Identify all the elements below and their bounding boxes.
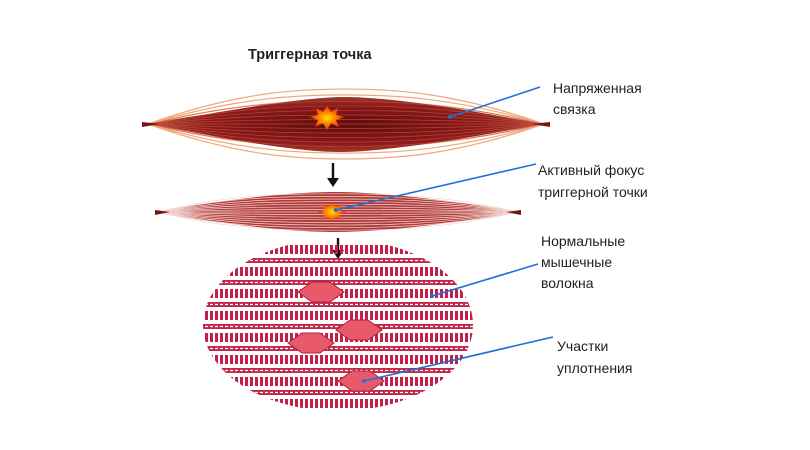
- label-tense-band: Напряженная связка: [553, 80, 646, 117]
- fascicle-right-end: [506, 210, 521, 215]
- label-line: триггерной точки: [538, 184, 648, 200]
- label-line: Нормальные: [541, 233, 625, 249]
- inner-fiber: [149, 123, 543, 129]
- fascicle-fiber: [157, 201, 519, 213]
- fascicle-fiber: [157, 211, 519, 221]
- label-contraction-sites: Участки уплотнения: [557, 338, 632, 376]
- leader-dot: [334, 208, 338, 212]
- muscle-fascicle: [155, 192, 521, 232]
- label-line: Напряженная: [553, 80, 642, 96]
- trigger-focus-top: [310, 106, 344, 130]
- active-focus-star: [318, 202, 346, 222]
- leader-normal-fibers: [431, 263, 539, 297]
- label-line: связка: [553, 101, 596, 117]
- leader-contraction-sites: [363, 336, 554, 382]
- leader-tense-band: [449, 86, 541, 118]
- leader-lines: [334, 86, 554, 383]
- inner-fiber: [149, 123, 543, 143]
- fascicle-fiber: [157, 211, 519, 218]
- fascicle-fiber: [157, 196, 519, 213]
- label-active-focus: Активный фокус триггерной точки: [538, 162, 648, 200]
- fascicle-fiber: [157, 198, 519, 213]
- outer-fiber: [147, 123, 545, 154]
- inner-fiber: [149, 123, 543, 134]
- fascicle-fiber: [157, 211, 519, 226]
- inner-fiber: [149, 114, 543, 125]
- fiber-striation: [203, 355, 473, 364]
- leader-dot: [448, 115, 452, 119]
- down-arrow-1: [327, 163, 339, 187]
- inner-fibers: [149, 101, 543, 147]
- fiber-striation: [203, 245, 473, 254]
- inner-fiber: [149, 101, 543, 125]
- leader-dot: [362, 379, 366, 383]
- fascicle-fiber: [157, 193, 519, 213]
- inner-fiber: [149, 123, 543, 138]
- contraction-knots: [287, 281, 385, 392]
- right-tendon: [532, 122, 550, 127]
- outer-fiber: [147, 94, 545, 125]
- outer-fiber: [147, 123, 545, 160]
- outer-fiber: [147, 88, 545, 125]
- fascicle-fiber: [157, 203, 519, 213]
- contraction-knot: [287, 332, 335, 354]
- fascicle-fiber: [157, 211, 519, 231]
- inner-fiber: [149, 119, 543, 125]
- label-line: Активный фокус: [538, 162, 644, 178]
- leader-active-focus: [335, 163, 537, 211]
- fiber-striation: [203, 311, 473, 320]
- left-tendon: [142, 122, 160, 127]
- diagram-title: Триггерная точка: [248, 47, 372, 63]
- magnified-fibers: [190, 245, 490, 417]
- tense-muscle: [142, 88, 550, 160]
- contraction-knot: [337, 370, 385, 392]
- fascicle-fiber: [157, 211, 519, 228]
- label-line: мышечные: [541, 254, 612, 270]
- inner-fiber: [149, 123, 543, 147]
- fiber-band: [190, 412, 490, 417]
- fiber-striation: [203, 267, 473, 276]
- fascicle-fiber: [157, 206, 519, 213]
- label-line: Участки: [557, 338, 608, 354]
- leader-dot: [430, 294, 434, 298]
- label-normal-fibers: Нормальные мышечные волокна: [541, 233, 629, 291]
- label-line: уплотнения: [557, 360, 632, 376]
- contraction-knot: [297, 281, 345, 303]
- fascicle-fibers: [157, 193, 519, 231]
- contraction-knot: [335, 319, 383, 341]
- fascicle-left-end: [155, 210, 170, 215]
- fascicle-fiber: [157, 211, 519, 223]
- fiber-striation: [203, 333, 473, 342]
- label-line: волокна: [541, 275, 594, 291]
- inner-fiber: [149, 110, 543, 125]
- fiber-striation: [203, 399, 473, 408]
